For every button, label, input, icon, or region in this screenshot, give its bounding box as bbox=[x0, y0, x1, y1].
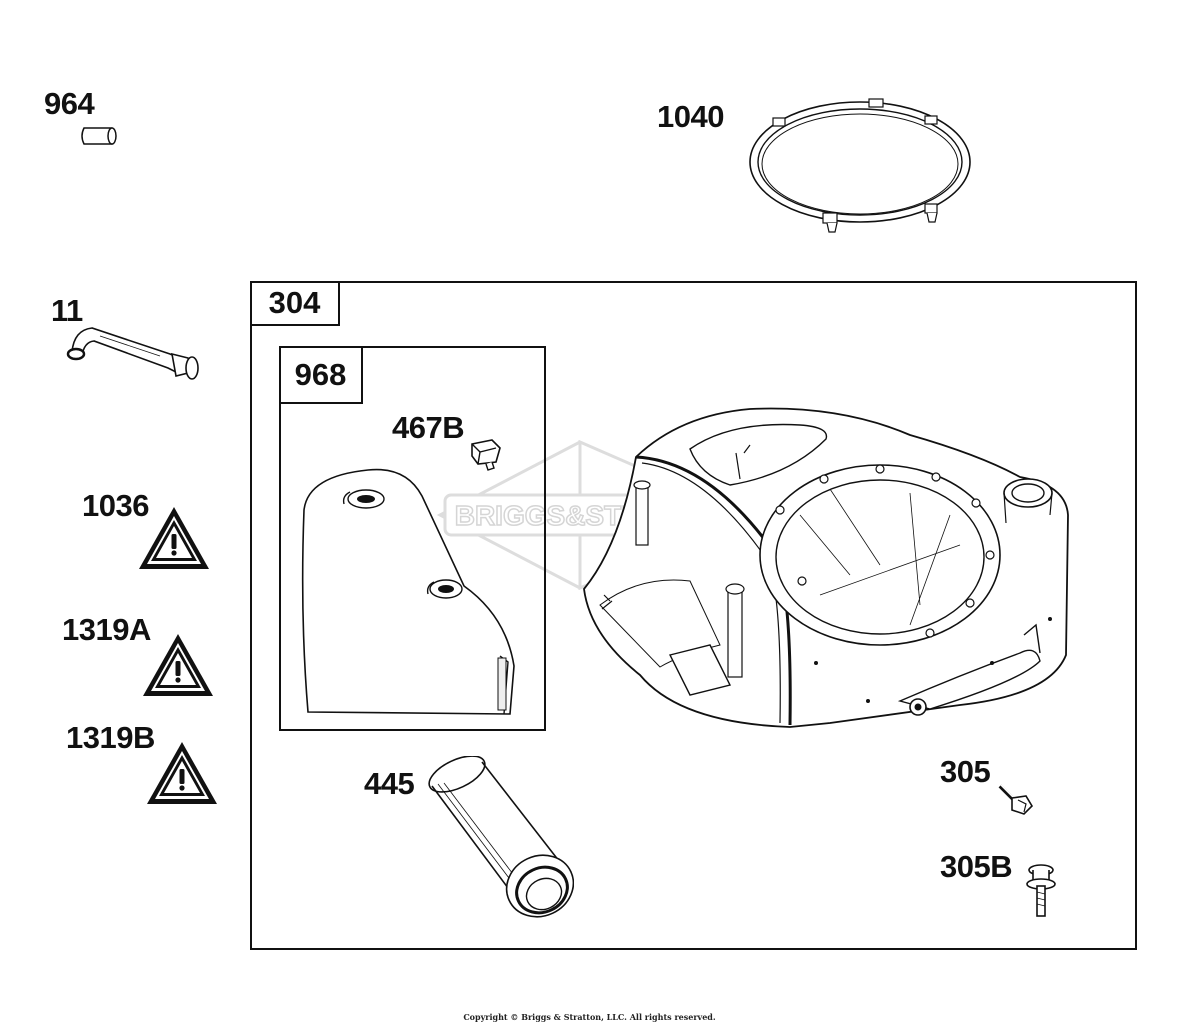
warning-triangle-icon bbox=[139, 507, 209, 569]
part-305b-bolt-icon bbox=[1026, 864, 1056, 917]
callout-445: 445 bbox=[364, 766, 415, 801]
assembly-label-304: 304 bbox=[249, 280, 340, 326]
assembly-box-304: 304 bbox=[249, 280, 1137, 950]
part-305-bolt-icon bbox=[998, 784, 1034, 815]
part-467b-clip-icon bbox=[471, 439, 501, 471]
blower-housing-icon bbox=[583, 407, 1069, 728]
callout-964: 964 bbox=[44, 86, 95, 121]
callout-305b: 305B bbox=[940, 849, 1013, 884]
callout-1319a: 1319A bbox=[62, 612, 151, 647]
callout-1319b: 1319B bbox=[66, 720, 155, 755]
part-1040-ring-icon bbox=[749, 98, 971, 233]
part-964-sleeve-icon bbox=[81, 127, 117, 145]
callout-305: 305 bbox=[940, 754, 991, 789]
copyright-notice: Copyright © Briggs & Stratton, LLC. All … bbox=[463, 1012, 716, 1022]
assembly-box-968: 968 bbox=[278, 345, 546, 731]
assembly-label-968: 968 bbox=[278, 345, 363, 404]
part-445-filter-icon bbox=[428, 756, 574, 918]
callout-11: 11 bbox=[51, 293, 83, 328]
callout-1040: 1040 bbox=[657, 99, 724, 134]
warning-triangle-icon bbox=[143, 634, 213, 696]
part-11-tube-icon bbox=[66, 327, 199, 380]
callout-467b: 467B bbox=[392, 410, 465, 445]
part-968-cover-icon bbox=[301, 468, 515, 715]
callout-1036: 1036 bbox=[82, 488, 149, 523]
warning-triangle-icon bbox=[147, 742, 217, 804]
